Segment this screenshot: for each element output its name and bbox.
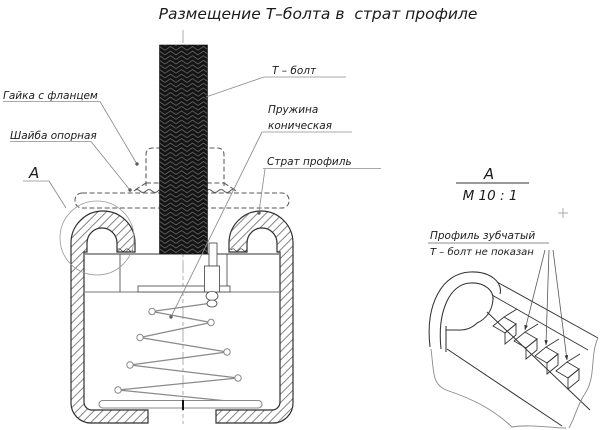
- lip-curl-return: [446, 322, 478, 331]
- detail-note-1: Профиль зубчатый: [430, 230, 535, 242]
- detail-circle-a: [59, 200, 135, 276]
- spring-wire: [117, 302, 259, 405]
- left-lip-serration: [116, 248, 134, 252]
- toothed-profile-isometric: [428, 271, 599, 429]
- label-nut: Гайка с фланцем: [3, 90, 98, 102]
- label-spring-2: коническая: [268, 120, 332, 132]
- profile-left-section: [70, 210, 149, 424]
- detail-a-label: А: [483, 165, 494, 183]
- tooth: [534, 338, 560, 375]
- detail-view-a: А М 10 : 1 Профиль зубчатый Т – болт не …: [428, 165, 599, 429]
- bolt-thread: [159, 44, 208, 255]
- profile-right-section: [215, 210, 294, 424]
- conical-spring: [98, 302, 263, 410]
- profile-teeth: [492, 308, 581, 390]
- drawing-title: Размещение Т–болта в страт профиле: [159, 5, 478, 23]
- tooth: [555, 353, 581, 390]
- break-line-right: [568, 337, 599, 429]
- tooth: [492, 308, 518, 345]
- front-top-edge: [486, 311, 591, 411]
- label-strut-profile: Страт профиль: [267, 156, 352, 168]
- lip-curl-inner: [439, 282, 494, 350]
- top-face-edge: [491, 294, 589, 351]
- detail-note-2: Т – болт не показан: [430, 246, 534, 258]
- leaders: [3, 76, 381, 318]
- front-bottom-edge: [446, 348, 563, 427]
- center-cross-mark: [558, 208, 568, 218]
- spring-retainer-pin: [204, 242, 220, 308]
- main-view: Гайка с фланцем Шайба опорная А Т – болт…: [3, 30, 381, 424]
- spring-bottom-coil: [98, 399, 263, 409]
- detail-arrows: [524, 249, 569, 361]
- label-detail-a: А: [28, 164, 39, 182]
- right-lip-serration: [230, 248, 248, 252]
- tooth: [513, 323, 539, 360]
- leader-dots: [128, 162, 261, 319]
- label-t-bolt: Т – болт: [272, 65, 317, 77]
- strut-profile-section: [70, 210, 294, 424]
- t-bolt-head: [85, 254, 279, 293]
- label-spring-1: Пружина: [268, 104, 318, 116]
- break-line-bottom: [430, 348, 567, 429]
- detail-a-scale: М 10 : 1: [463, 188, 518, 204]
- label-washer: Шайба опорная: [10, 130, 97, 142]
